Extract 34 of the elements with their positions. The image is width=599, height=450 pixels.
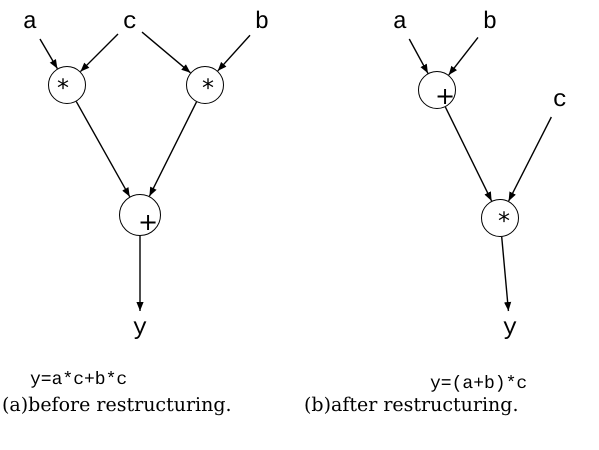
- arrow: [448, 36, 479, 76]
- caption: (b)after restructuring.: [304, 394, 518, 416]
- operator-symbol: *: [57, 76, 69, 100]
- variable-label: b: [250, 5, 274, 39]
- variable-label: a: [388, 5, 412, 39]
- arrow: [76, 101, 130, 198]
- equation: y=(a+b)*c: [430, 374, 528, 394]
- variable-label: b: [478, 5, 502, 39]
- variable-label: y: [128, 311, 152, 345]
- arrow: [501, 236, 512, 312]
- arrow: [217, 34, 251, 72]
- operator-circle: [418, 71, 456, 109]
- arrow: [39, 38, 58, 69]
- operator-symbol: +: [138, 210, 158, 234]
- arrow: [444, 106, 492, 202]
- variable-label: a: [18, 5, 42, 39]
- caption: (a)before restructuring.: [2, 394, 232, 416]
- operator-circle: [186, 66, 224, 104]
- operator-circle: [48, 66, 86, 104]
- arrow: [142, 32, 191, 74]
- equation: y=a*c+b*c: [30, 370, 128, 390]
- arrow: [148, 102, 198, 197]
- arrow: [508, 116, 552, 202]
- operator-circle: [481, 199, 519, 237]
- variable-label: c: [118, 5, 142, 39]
- operator-circle: [119, 194, 161, 236]
- arrow: [136, 236, 144, 311]
- variable-label: y: [498, 311, 522, 345]
- operator-symbol: *: [202, 76, 214, 100]
- variable-label: c: [548, 83, 572, 117]
- operator-symbol: *: [498, 209, 510, 233]
- operator-symbol: +: [435, 84, 456, 108]
- arrow: [408, 38, 429, 74]
- arrow: [80, 34, 118, 72]
